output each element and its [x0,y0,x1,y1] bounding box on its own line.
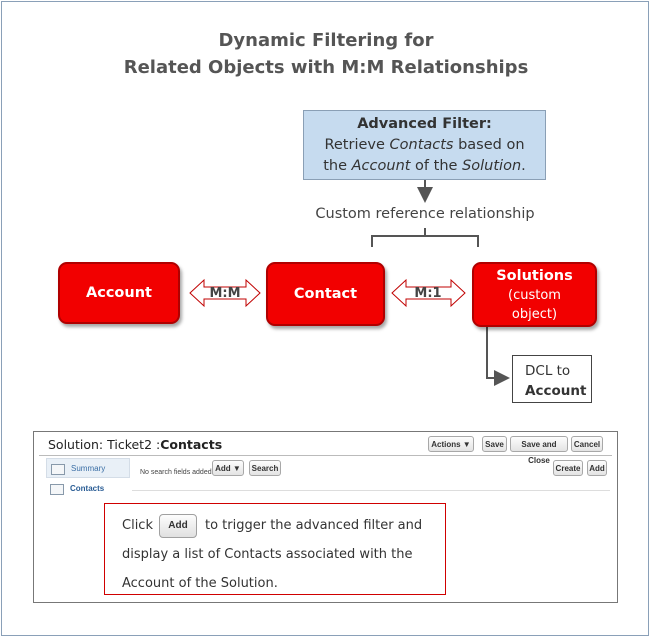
advanced-filter-line-1: Retrieve Contacts based on [324,137,525,153]
no-search-text: No search fields added. [140,469,214,476]
nav-item-contacts[interactable]: Contacts [46,479,130,499]
create-button[interactable]: Create [553,460,583,476]
add-dropdown-button[interactable]: Add ▼ [212,460,244,476]
advanced-filter-heading: Advanced Filter: [357,116,492,132]
cancel-button[interactable]: Cancel [571,436,603,452]
dcl-box: DCL to Account [512,355,592,403]
dcl-arrow [486,327,510,386]
node-contact: Contact [266,262,385,326]
relationship-label: Custom reference relationship [315,206,535,222]
search-button[interactable]: Search [249,460,281,476]
advanced-filter-box: Advanced Filter: Retrieve Contacts based… [303,110,546,180]
page-title: Solution: Ticket2 :Contacts [48,437,223,452]
m1-double-arrow [391,278,466,308]
contacts-icon [50,483,64,495]
advanced-filter-line-2: the Account of the Solution. [323,158,526,174]
nav-item-summary[interactable]: Summary [46,458,130,478]
summary-icon [51,463,65,475]
mm-double-arrow [189,278,261,308]
save-and-close-button[interactable]: Save and Close [510,436,568,465]
row-divider [132,490,610,491]
node-account: Account [58,262,180,324]
add-button-illustration: Add [158,513,197,538]
title-line-2: Related Objects with M:M Relationships [123,57,529,78]
callout-line-2: display a list of Contacts associated wi… [122,547,413,562]
edge-label-mm: M:M [209,286,241,301]
add-button[interactable]: Add [587,460,607,476]
header-divider [39,455,612,456]
actions-menu-button[interactable]: Actions ▼ [428,436,474,452]
title-line-1: Dynamic Filtering for [218,30,434,51]
relationship-bracket [371,228,479,247]
node-solutions: Solutions (custom object) [472,262,597,327]
edge-label-m1: M:1 [414,286,442,301]
save-button[interactable]: Save [482,436,507,452]
callout-line-3: Account of the Solution. [122,576,278,591]
